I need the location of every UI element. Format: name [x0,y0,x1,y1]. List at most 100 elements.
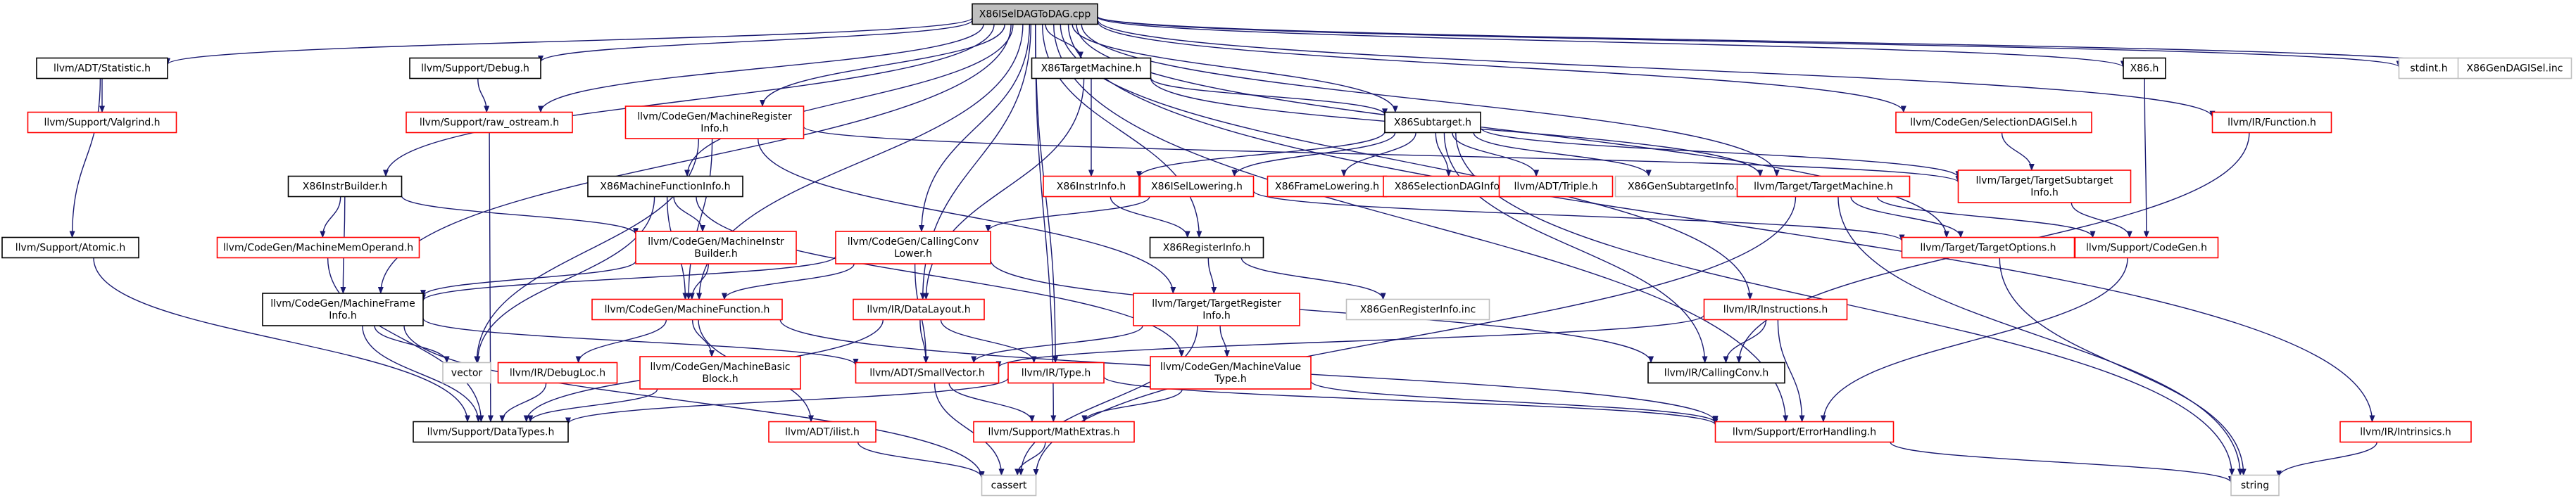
graph-node-black[interactable]: llvm/Support/Atomic.h [1,236,139,259]
graph-node-red[interactable]: llvm/IR/Type.h [1007,362,1105,384]
dependency-edge [383,24,995,177]
edge [758,138,1176,294]
node-label: llvm/IR/Function.h [2228,117,2316,129]
graph-node-red[interactable]: llvm/Support/raw_ostream.h [406,111,573,134]
graph-node-red[interactable]: X86FrameLowering.h [1267,175,1388,198]
graph-node-red[interactable]: X86ISelLowering.h [1139,175,1255,198]
dependency-edge [1999,257,2247,476]
graph-node-red[interactable]: llvm/ADT/Triple.h [1498,175,1614,198]
graph-node-red[interactable]: llvm/CodeGen/MachineFunction.h [591,298,783,321]
graph-node-black[interactable]: X86RegisterInfo.h [1149,236,1264,259]
graph-node-black[interactable]: X86.h [2123,57,2166,79]
edge [1837,196,2244,476]
dependency-edge [477,78,490,113]
graph-node-red[interactable]: llvm/CodeGen/SelectionDAGISel.h [1895,111,2092,134]
edge [1876,196,2096,238]
graph-node-red[interactable]: llvm/Support/ErrorHandling.h [1714,421,1895,443]
dependency-edge [1310,381,1719,423]
graph-node-red[interactable]: llvm/IR/Instructions.h [1703,298,1848,321]
edge [165,17,973,65]
edge [575,319,667,364]
edge [420,255,836,302]
edge [1777,319,1805,423]
edge [1097,15,2402,68]
edge [320,196,341,238]
dependency-edge [1890,442,2234,483]
graph-node-root[interactable]: X86ISelDAGToDAG.cpp [972,3,1098,25]
graph-node-red[interactable]: llvm/IR/Function.h [2211,111,2332,134]
graph-node-red[interactable]: llvm/ADT/ilist.h [768,421,877,443]
graph-node-red[interactable]: llvm/IR/DataLayout.h [853,298,985,321]
graph-node-red[interactable]: llvm/Support/CodeGen.h [2074,236,2219,259]
dependency-edge [1097,19,2216,118]
graph-node-red[interactable]: llvm/IR/DebugLoc.h [497,362,618,384]
graph-node-black[interactable]: X86TargetMachine.h [1031,57,1152,79]
edge [1340,132,1416,177]
node-label: llvm/CodeGen/MachineMemOperand.h [223,243,413,254]
graph-node-black[interactable]: X86InstrBuilder.h [287,175,403,198]
node-label: cassert [991,480,1027,492]
dependency-edge [1837,196,2244,476]
node-label: Info.h [329,310,357,321]
edge [93,257,470,423]
edge [565,377,1009,425]
node-box [1736,175,1911,198]
node-label: llvm/CodeGen/MachineValue [1160,362,1301,373]
node-label: llvm/IR/DebugLoc.h [510,368,605,379]
node-label: X86ISelDAGToDAG.cpp [979,9,1091,20]
edge [401,196,639,236]
dependency-edge [689,263,709,300]
node-label: X86GenDAGISel.inc [2467,63,2563,75]
node-label: Type.h [1214,374,1246,385]
graph-node-red[interactable]: llvm/IR/Intrinsics.h [2339,421,2472,443]
edge [1035,24,1057,423]
dependency-edge [948,383,1035,423]
graph-node-red[interactable]: llvm/Support/MathExtras.h [973,421,1135,443]
graph-node-red[interactable]: X86SelectionDAGInfo.h [1383,175,1521,198]
edge [1076,24,1949,238]
graph-node-black[interactable]: X86Subtarget.h [1384,111,1481,134]
edge [422,318,859,366]
dependency-edge [1042,24,1202,238]
edge [475,196,655,364]
dependency-edge [1723,319,1767,364]
dependency-edge [1097,20,1906,113]
node-box [2123,57,2166,79]
dependency-edge [2276,442,2377,478]
graph-node-black[interactable]: llvm/Support/Debug.h [409,57,541,79]
node-label: Info.h [700,123,729,134]
graph-node-red[interactable]: llvm/Target/TargetOptions.h [1901,236,2075,259]
graph-node-black[interactable]: llvm/ADT/Statistic.h [36,57,168,79]
graph-node-red[interactable]: llvm/ADT/SmallVector.h [855,362,1000,384]
graph-node-red[interactable]: X86InstrInfo.h [1043,175,1140,198]
edge [1081,388,1183,423]
graph-node-red[interactable]: llvm/Target/TargetMachine.h [1736,175,1911,198]
node-label: llvm/Support/CodeGen.h [2086,243,2207,254]
edge [1240,257,1386,300]
graph-node-black[interactable]: llvm/IR/CallingConv.h [1647,362,1785,384]
dependency-edge [499,383,547,423]
node-box [2074,236,2219,259]
graph-node-black[interactable]: X86MachineFunctionInfo.h [587,175,743,198]
edge [1473,132,1652,177]
dependency-edge [1820,257,2128,423]
node-box [1498,175,1614,198]
node-label: llvm/Support/DataTypes.h [427,427,555,438]
edge [673,196,705,232]
edge [934,383,1005,476]
graph-node-black[interactable]: llvm/Support/DataTypes.h [413,421,569,443]
edge [538,24,984,113]
graph-node-red[interactable]: llvm/Support/Valgrind.h [27,111,177,134]
edge [403,325,985,479]
node-label: llvm/IR/Intrinsics.h [2360,427,2451,438]
graph-node-red[interactable]: llvm/CodeGen/MachineMemOperand.h [216,236,420,259]
node-label: llvm/Support/raw_ostream.h [420,117,559,129]
